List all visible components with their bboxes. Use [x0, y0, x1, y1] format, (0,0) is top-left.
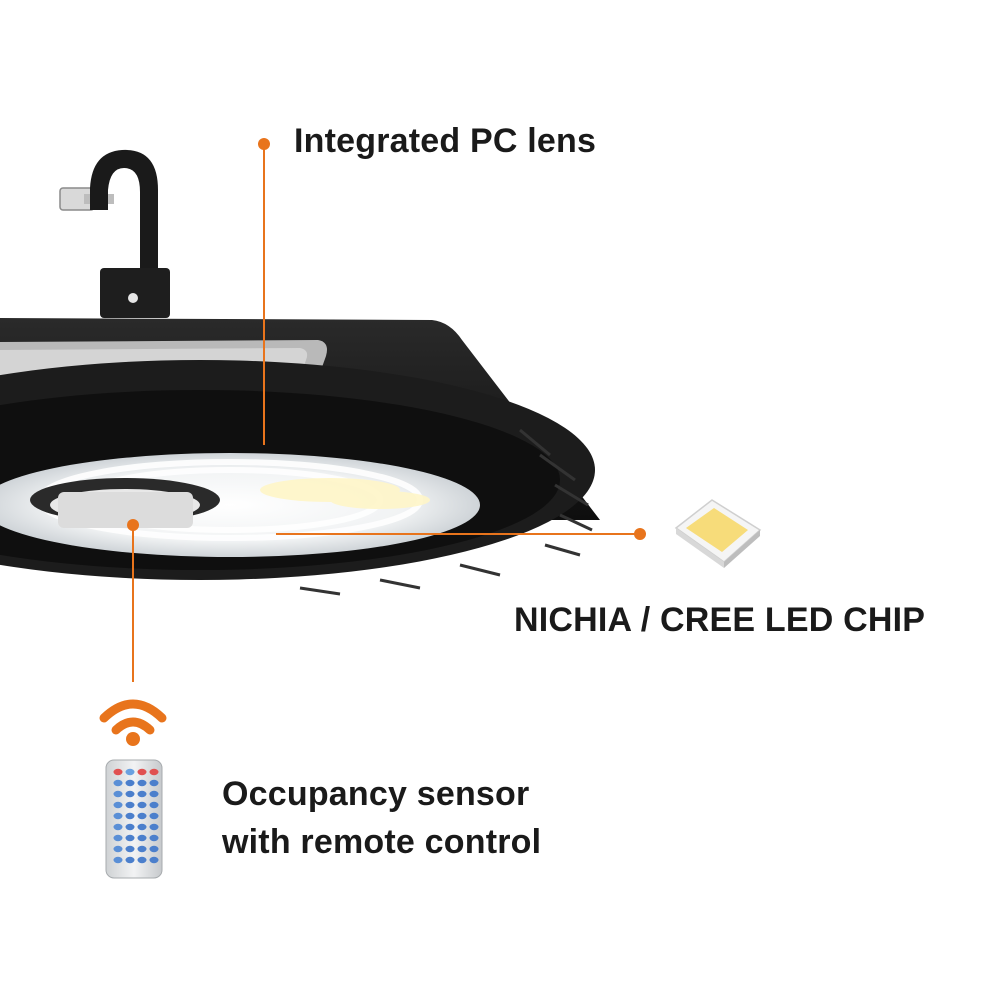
remote-button	[113, 790, 123, 798]
remote-button	[149, 790, 159, 798]
remote-button	[113, 779, 123, 787]
led-chip-icon	[674, 499, 762, 568]
remote-button	[149, 845, 159, 853]
remote-button	[137, 823, 147, 831]
remote-button	[149, 779, 159, 787]
remote-button	[149, 834, 159, 842]
callout-chip-pointer	[276, 528, 646, 540]
remote-button	[113, 834, 123, 842]
remote-button	[149, 856, 159, 864]
remote-button	[137, 845, 147, 853]
remote-button	[113, 845, 123, 853]
remote-button	[113, 768, 123, 776]
remote-button	[125, 779, 135, 787]
remote-button	[125, 801, 135, 809]
remote-button	[125, 856, 135, 864]
callout-sensor-pointer	[127, 519, 139, 682]
ufo-high-bay-fixture-icon	[0, 318, 600, 596]
remote-button	[137, 801, 147, 809]
remote-button	[137, 790, 147, 798]
hanging-hook-icon	[59, 149, 170, 318]
callout-label-pc-lens: Integrated PC lens	[294, 122, 597, 160]
remote-button	[125, 823, 135, 831]
callout-label-led-chip: NICHIA / CREE LED CHIP	[514, 601, 926, 639]
remote-button	[125, 790, 135, 798]
remote-button	[137, 856, 147, 864]
remote-button	[149, 768, 159, 776]
remote-button	[125, 768, 135, 776]
remote-button	[125, 845, 135, 853]
remote-button	[137, 812, 147, 820]
remote-button	[149, 812, 159, 820]
sensor-label-line-2: with remote control	[222, 823, 542, 861]
sensor-label-line-1: Occupancy sensor	[222, 775, 530, 813]
remote-control-icon	[105, 759, 163, 879]
remote-button	[149, 823, 159, 831]
remote-button	[149, 801, 159, 809]
remote-button	[113, 823, 123, 831]
remote-button	[113, 856, 123, 864]
remote-button	[137, 779, 147, 787]
wireless-signal-icon	[99, 699, 167, 746]
remote-button	[125, 834, 135, 842]
remote-button	[137, 768, 147, 776]
callout-lens-pointer	[258, 138, 270, 445]
callout-label-occupancy-sensor: Occupancy sensor with remote control	[222, 770, 541, 866]
remote-button	[125, 812, 135, 820]
remote-button	[137, 834, 147, 842]
remote-button	[113, 812, 123, 820]
remote-button	[113, 801, 123, 809]
